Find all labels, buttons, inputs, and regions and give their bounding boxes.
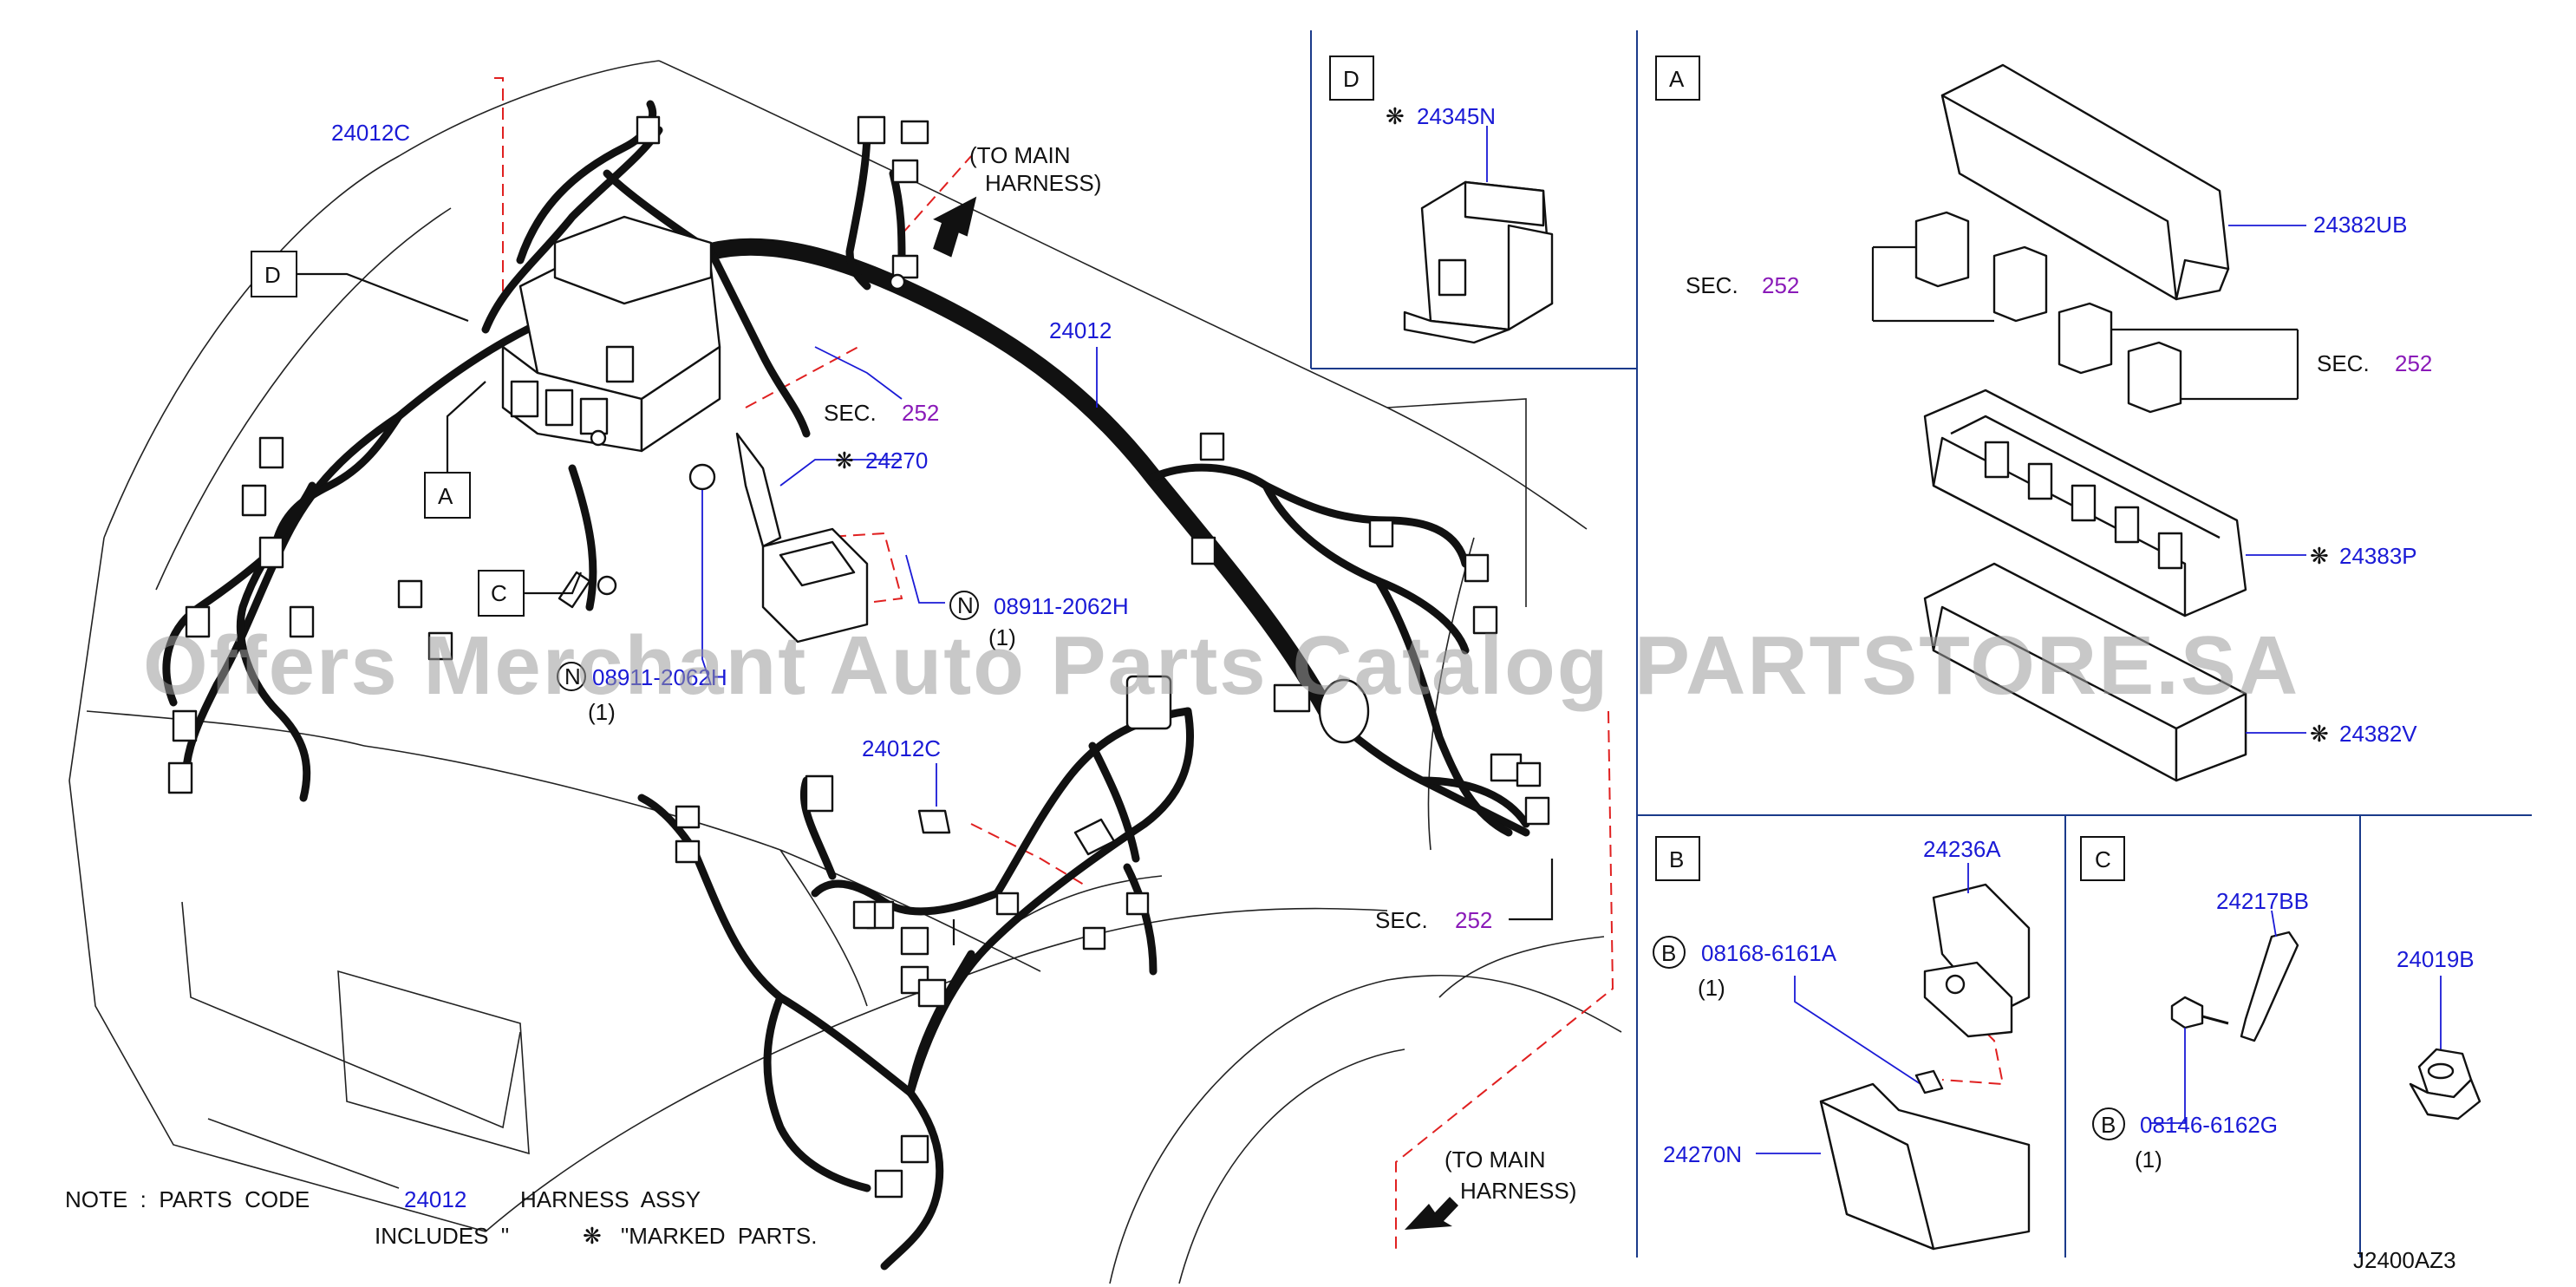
panel-c-text: C 24217BB B 08146-6162G (1) xyxy=(2092,846,2309,1173)
note-line2-suffix: "MARKED PARTS. xyxy=(621,1223,817,1249)
to-main-1-line1: (TO MAIN xyxy=(969,142,1071,168)
label-24270: 24270 xyxy=(865,448,928,474)
panel-a-asterisk-1: ❋ xyxy=(2310,543,2329,569)
note-block: NOTE : PARTS CODE 24012 HARNESS ASSY INC… xyxy=(65,1186,817,1249)
n-badge-2-text: N xyxy=(564,663,581,689)
asterisk-24270: ❋ xyxy=(835,448,854,474)
panel-a-sec-1: SEC. xyxy=(1686,272,1738,298)
engine-room-fuse-block xyxy=(501,215,721,453)
note-line1-code: 24012 xyxy=(404,1186,466,1212)
panel-a-cover: 24382UB xyxy=(2313,212,2407,238)
box-d-main: D xyxy=(264,262,281,288)
note-line1-suffix: HARNESS ASSY xyxy=(520,1186,701,1212)
sec-num-main: 252 xyxy=(902,400,939,426)
n-badge-2 xyxy=(557,662,586,691)
note-asterisk: ❋ xyxy=(583,1223,602,1249)
harness-branches xyxy=(162,100,1530,1271)
label-bolt-n-1: 08911-2062H xyxy=(994,593,1129,619)
panel-a-box: A xyxy=(1669,66,1685,92)
main-leader-lines xyxy=(701,346,1554,945)
box-a-main: A xyxy=(438,483,453,509)
label-24012C-mid: 24012C xyxy=(862,735,941,761)
panel-c-bolt: 08146-6162G xyxy=(2140,1112,2278,1138)
panel-b-badge: B xyxy=(1661,940,1676,966)
panel-b-bracket: 24236A xyxy=(1923,836,2001,862)
panel-b-box: B xyxy=(1669,846,1684,872)
n-badge-1-text: N xyxy=(957,592,974,618)
panel-b-bolt: 08168-6161A xyxy=(1701,940,1837,966)
bracket-24270-component xyxy=(558,432,869,644)
panel-a-text: A 24382UB SEC. 252 SEC. 252 ❋ 24383P ❋ 2… xyxy=(1669,66,2432,747)
panel-c-badge: B xyxy=(2101,1112,2116,1138)
qty-2: (1) xyxy=(588,699,616,725)
sec-label-main-2: SEC. xyxy=(1375,907,1428,933)
note-line1-prefix: NOTE : PARTS CODE xyxy=(65,1186,310,1212)
panel-a-sec-num-1: 252 xyxy=(1762,272,1799,298)
label-24012: 24012 xyxy=(1049,317,1112,343)
panel-d xyxy=(1329,56,1554,344)
panel-a-sec-2: SEC. xyxy=(2317,350,2370,376)
label-24012C-top: 24012C xyxy=(331,120,410,146)
note-line2-prefix: INCLUDES " xyxy=(375,1223,509,1249)
panel-a-sec-num-2: 252 xyxy=(2395,350,2432,376)
panel-b xyxy=(1655,836,2031,1251)
panel-nut-part: 24019B xyxy=(2397,946,2475,972)
panel-nut xyxy=(2409,976,2481,1120)
to-main-1-line2: HARNESS) xyxy=(985,170,1101,196)
watermark-text: Offers Merchant Auto Parts Catalog PARTS… xyxy=(143,619,2299,712)
to-main-2-line2: HARNESS) xyxy=(1460,1178,1576,1204)
panel-dividers xyxy=(1310,30,2532,1258)
panel-c-bracket: 24217BB xyxy=(2216,888,2309,914)
qty-1: (1) xyxy=(988,624,1016,650)
panel-a-lower: 24382V xyxy=(2339,721,2417,747)
arrow-to-main-1 xyxy=(933,196,977,258)
panel-c xyxy=(2080,836,2299,1124)
panel-d-part: 24345N xyxy=(1417,103,1496,129)
to-main-2-line1: (TO MAIN xyxy=(1445,1147,1546,1173)
panel-d-box: D xyxy=(1343,66,1360,92)
panel-b-qty: (1) xyxy=(1698,975,1725,1001)
main-callout-boxes xyxy=(251,251,583,617)
panel-b-cover: 24270N xyxy=(1663,1141,1742,1167)
box-c-main: C xyxy=(491,580,507,606)
label-bolt-n-2: 08911-2062H xyxy=(592,664,727,690)
main-view-text: 24012C D A C (TO MAIN HARNESS) 24012 SEC… xyxy=(264,120,1576,1204)
diagram-code: J2400AZ3 xyxy=(2353,1247,2456,1273)
panel-d-text: D ❋ 24345N xyxy=(1343,66,1496,129)
panel-d-asterisk: ❋ xyxy=(1386,103,1405,129)
harness-connectors xyxy=(167,115,1550,1199)
panel-a-asterisk-2: ❋ xyxy=(2310,721,2329,747)
panel-c-box: C xyxy=(2095,846,2111,872)
panel-a xyxy=(1655,56,2306,782)
panel-a-fusebox: 24383P xyxy=(2339,543,2417,569)
panel-c-qty: (1) xyxy=(2135,1147,2162,1173)
sec-label-main: SEC. xyxy=(824,400,877,426)
panel-nut-text: 24019B xyxy=(2397,946,2475,972)
arrow-to-main-2 xyxy=(1405,1197,1458,1230)
n-badge-1 xyxy=(949,591,979,620)
panel-b-text: B 24236A B 08168-6161A (1) 24270N xyxy=(1653,836,2001,1167)
sec-num-main-2: 252 xyxy=(1455,907,1492,933)
